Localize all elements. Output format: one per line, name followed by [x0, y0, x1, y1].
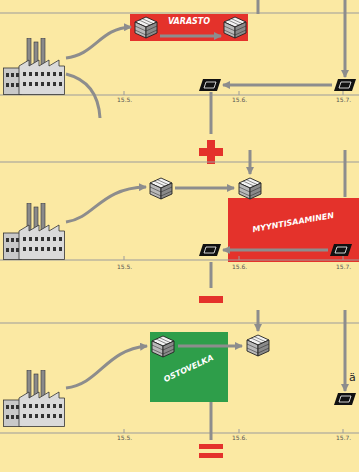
crate-icon [152, 336, 174, 357]
minus-sign [199, 296, 223, 303]
box-fill [130, 14, 248, 41]
date-tick-label: 15.6. [232, 435, 247, 442]
panel-two [0, 150, 359, 303]
tick [239, 91, 240, 95]
flow-arrow [344, 310, 347, 391]
flow-line [344, 150, 347, 197]
money-icon [199, 79, 221, 91]
crate-icon [247, 335, 269, 356]
tick [343, 429, 344, 433]
tick [124, 429, 125, 433]
factory-icon [4, 370, 65, 427]
box-label: MYYNTISAAMINEN [252, 211, 335, 235]
panel-one [0, 0, 359, 164]
inventory-box: VARASTO [130, 14, 248, 41]
money-icon [334, 79, 356, 91]
date-tick-label: 15.5. [117, 264, 132, 271]
date-tick-label: 15.7. [336, 97, 351, 104]
box-label: VARASTO [168, 17, 210, 27]
plus-sign [199, 148, 223, 156]
date-tick-label: 15.7. [336, 264, 351, 271]
equals-sign [199, 444, 223, 449]
flow-arrow [66, 187, 146, 222]
date-tick-label: 15.6. [232, 264, 247, 271]
flow-line [210, 92, 213, 134]
flow-arrow [344, 0, 347, 77]
flow-arrow [66, 27, 131, 58]
crate-icon [224, 17, 246, 38]
flow-arrow [257, 310, 260, 331]
tick [124, 91, 125, 95]
flow-arrow [66, 346, 147, 388]
receivables-box: MYYNTISAAMINEN [228, 198, 359, 262]
box-fills [130, 14, 359, 402]
money-icon [199, 244, 221, 256]
date-tick-label: 15.7. [336, 435, 351, 442]
timeline [0, 12, 359, 13]
date-tick-label: 15.5. [117, 97, 132, 104]
flow-arrow [223, 249, 328, 252]
crate-icon [135, 17, 157, 38]
date-tick-label: 15.6. [232, 97, 247, 104]
payables-box: OSTOVELKA [150, 332, 228, 402]
equals-sign [199, 453, 223, 458]
money-icon [334, 393, 356, 405]
panel-three [0, 310, 359, 458]
tick [124, 256, 125, 260]
date-tick-label: 15.5. [117, 435, 132, 442]
factory-icon [4, 38, 65, 95]
crate-icon [239, 178, 261, 199]
tick [239, 429, 240, 433]
timeline [0, 432, 359, 433]
box-label: OSTOVELKA [163, 353, 216, 385]
box-fill [150, 332, 228, 402]
money-icon [330, 244, 352, 256]
tick [343, 91, 344, 95]
flow-arrow [175, 187, 234, 190]
flow-arrow [249, 150, 252, 174]
flow-arrow [223, 84, 332, 87]
tick [343, 256, 344, 260]
timeline [0, 161, 359, 162]
flow-line [210, 402, 213, 440]
crate-icon [150, 178, 172, 199]
flow-line [66, 74, 100, 118]
timeline [0, 322, 359, 323]
flow-arrow [160, 35, 221, 38]
flow-arrow [178, 345, 242, 348]
box-fill [228, 198, 359, 262]
flow-line [257, 0, 260, 14]
tick [239, 256, 240, 260]
factory-icon [4, 203, 65, 260]
flow-line [210, 262, 213, 288]
stray-letter: ä [349, 372, 356, 384]
